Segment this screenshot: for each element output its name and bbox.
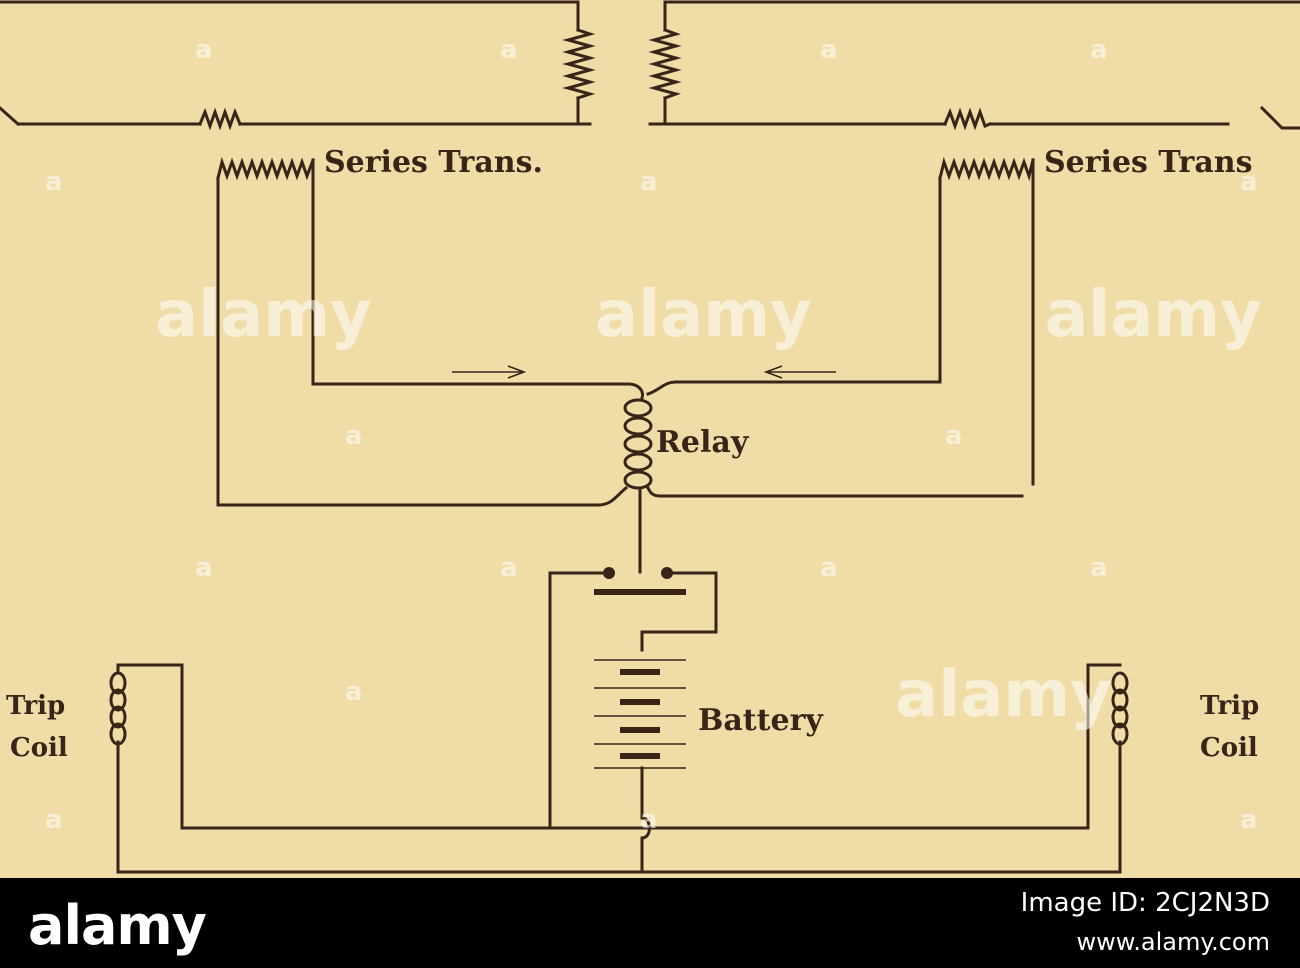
arrow-left bbox=[763, 365, 836, 379]
watermark-small-2: a bbox=[500, 35, 518, 65]
left-secondary-upper-wire bbox=[311, 158, 630, 386]
label-series-trans-right: Series Trans bbox=[1044, 145, 1252, 180]
watermark-large-4: alamy bbox=[895, 658, 1112, 732]
line-left-stub bbox=[0, 105, 21, 127]
series-transformer-right bbox=[658, 107, 1035, 498]
relay-upper-lead-right bbox=[646, 380, 678, 396]
series-primary-left bbox=[198, 107, 242, 131]
watermark-small-3: a bbox=[820, 35, 838, 65]
alamy-logo: alamy bbox=[28, 894, 207, 957]
watermark-small-6: a bbox=[640, 167, 658, 197]
relay-coil-loop-1 bbox=[623, 398, 653, 418]
watermark-small-5: a bbox=[45, 167, 63, 197]
label-battery: Battery bbox=[698, 703, 824, 738]
left-vertical-winding bbox=[562, 28, 596, 100]
label-series-trans-left: Series Trans. bbox=[324, 145, 543, 180]
relay-coil-loop-4 bbox=[623, 452, 653, 472]
trip-coil-right bbox=[1111, 671, 1129, 746]
stock-footer-bar: alamy Image ID: 2CJ2N3D www.alamy.com bbox=[0, 878, 1300, 968]
trip-left-loop-1 bbox=[109, 671, 127, 695]
watermark-small-9: a bbox=[945, 421, 963, 451]
series-primary-right bbox=[943, 107, 992, 131]
trip-left-loop-3 bbox=[109, 705, 127, 729]
label-relay: Relay bbox=[656, 425, 750, 460]
watermark-large-1: alamy bbox=[155, 278, 372, 352]
label-trip-right: Trip bbox=[1200, 691, 1259, 721]
label-coil-right: Coil bbox=[1200, 733, 1258, 763]
watermark-small-13: a bbox=[1090, 553, 1108, 583]
trip-left-loop-2 bbox=[109, 688, 127, 712]
site-url[interactable]: www.alamy.com bbox=[1076, 928, 1270, 956]
label-trip-left: Trip bbox=[6, 691, 65, 721]
trip-circuit-lower-wire bbox=[116, 740, 1122, 874]
watermark-small-15: a bbox=[45, 805, 63, 835]
image-info: Image ID: 2CJ2N3D www.alamy.com bbox=[1021, 888, 1270, 956]
current-arrows bbox=[452, 365, 836, 379]
series-secondary-left bbox=[216, 156, 315, 181]
contact-left-wire bbox=[548, 571, 611, 830]
trip-right-loop-2 bbox=[1111, 688, 1129, 712]
trip-left-loop-4 bbox=[109, 722, 127, 746]
relay-coil-loop-5 bbox=[623, 470, 653, 490]
watermark-small-10: a bbox=[195, 553, 213, 583]
left-secondary-lower-wire bbox=[216, 176, 600, 507]
watermark-small-4: a bbox=[1090, 35, 1108, 65]
label-coil-left: Coil bbox=[10, 733, 68, 763]
watermark-small-14: a bbox=[345, 677, 363, 707]
right-vertical-winding bbox=[648, 28, 682, 100]
relay-contacts bbox=[548, 567, 718, 830]
line-right-stub bbox=[1259, 105, 1300, 130]
battery bbox=[594, 659, 686, 874]
watermark-large-3: alamy bbox=[1045, 278, 1262, 352]
watermark-large-2: alamy bbox=[595, 278, 812, 352]
watermark-small-8: a bbox=[345, 421, 363, 451]
watermark-small-17: a bbox=[1240, 805, 1258, 835]
right-secondary-upper-wire bbox=[674, 176, 942, 384]
watermark-small-1: a bbox=[195, 35, 213, 65]
arrow-right bbox=[452, 365, 527, 379]
relay-lower-lead-left bbox=[596, 485, 629, 507]
contact-right-wire bbox=[640, 571, 718, 652]
top-power-lines bbox=[0, 0, 1300, 130]
relay-coil-loop-2 bbox=[623, 416, 653, 436]
watermark-small-11: a bbox=[500, 553, 518, 583]
series-secondary-right bbox=[938, 156, 1035, 182]
relay-upper-lead-left bbox=[626, 382, 644, 400]
circuit-diagram: Series Trans. Series Trans Relay Battery… bbox=[0, 0, 1300, 874]
relay bbox=[596, 380, 678, 574]
watermark-small-7: a bbox=[1240, 167, 1258, 197]
watermark-small-16: a bbox=[640, 805, 658, 835]
potential-transformer-windings bbox=[562, 28, 682, 100]
relay-coil-loop-3 bbox=[623, 434, 653, 454]
image-id: Image ID: 2CJ2N3D bbox=[1020, 888, 1270, 918]
relay-lower-lead-right bbox=[645, 485, 662, 498]
watermark-small-12: a bbox=[820, 553, 838, 583]
trip-right-loop-3 bbox=[1111, 705, 1129, 729]
watermark: alamy alamy alamy alamy a a a a a a a a … bbox=[45, 35, 1262, 835]
trip-right-loop-4 bbox=[1111, 722, 1129, 746]
trip-circuit-outer-wire bbox=[116, 663, 1122, 830]
trip-coil-left bbox=[109, 663, 1122, 874]
series-transformer-left bbox=[198, 107, 630, 507]
trip-right-loop-1 bbox=[1111, 671, 1129, 695]
